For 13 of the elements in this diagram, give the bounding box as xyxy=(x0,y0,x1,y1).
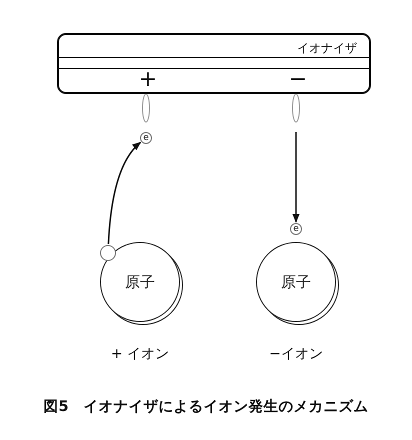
ion-label: + イオン xyxy=(110,345,170,363)
device-label: イオナイザ xyxy=(297,42,357,54)
figure-caption: 図5 イオナイザによるイオン発生のメカニズム xyxy=(43,399,369,415)
arrow xyxy=(292,132,300,223)
electron-circle: e xyxy=(290,223,302,235)
arrow xyxy=(108,142,142,244)
ionizer-box xyxy=(57,33,371,94)
electron-circle: e xyxy=(140,132,152,144)
polarity-sign: + xyxy=(138,69,158,91)
ion-label: −イオン xyxy=(269,345,323,363)
polarity-sign: − xyxy=(288,69,308,91)
atom-circle: 原子 xyxy=(100,242,180,322)
atom-circle: 原子 xyxy=(256,242,336,322)
